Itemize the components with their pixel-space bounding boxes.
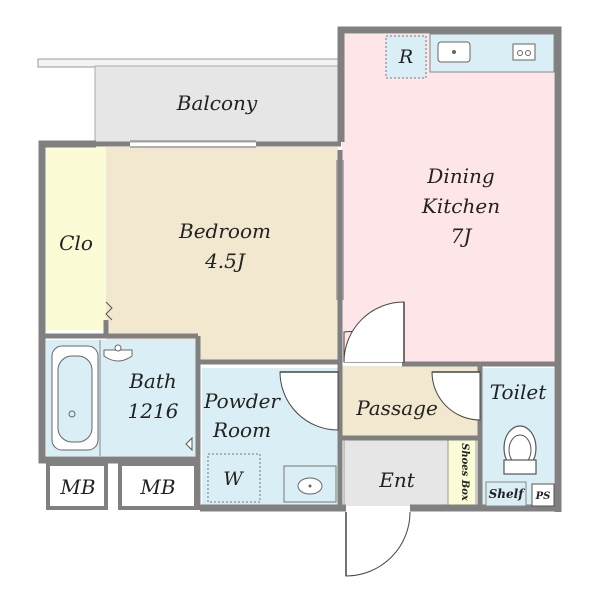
kitchen-label-line2: Kitchen (421, 194, 500, 218)
bath-door-marker (185, 436, 193, 452)
dining-size-label: 7J (451, 224, 473, 248)
toilet-bowl-icon (503, 425, 537, 475)
toilet-door-arc (431, 371, 481, 421)
shelf-label: Shelf (489, 487, 526, 501)
washer-label: W (223, 468, 244, 490)
passage-label: Passage (355, 396, 438, 420)
bath-label: Bath (128, 369, 177, 393)
bedroom-label: Bedroom (178, 219, 271, 243)
bath-size-label: 1216 (128, 399, 179, 423)
pipe-space-box (531, 483, 555, 507)
dining-label-line1: Dining (426, 164, 494, 188)
wash-basin-icon (283, 465, 337, 503)
refrigerator-space (385, 35, 427, 79)
gas-stove-icon (512, 43, 536, 61)
dining-kitchen-area (342, 34, 554, 362)
refrigerator-label: R (398, 46, 413, 68)
shower-icon (103, 344, 133, 362)
bathtub-icon (51, 345, 99, 451)
balcony-label: Balcony (176, 91, 258, 115)
washer-space (207, 453, 261, 503)
closet-label: Clo (59, 231, 93, 255)
shoes-box-label: Shoes Box (459, 443, 470, 502)
meter-box-left-label: MB (59, 475, 95, 499)
powder-door-arc (279, 371, 339, 431)
shoes-box-area (447, 437, 477, 507)
room-label-line2: Room (212, 418, 271, 442)
powder-label-line1: Powder (203, 389, 281, 413)
shelf-box (485, 481, 527, 507)
toilet-label: Toilet (490, 380, 547, 404)
bedroom-area (106, 147, 338, 362)
entrance-area (344, 438, 448, 506)
meter-box-right-label: MB (139, 475, 175, 499)
closet-area (46, 147, 106, 330)
pipe-space-label: PS (535, 491, 551, 502)
meter-box-left-area (46, 462, 108, 510)
entrance-label: Ent (378, 468, 415, 492)
bedroom-size-label: 4.5J (204, 249, 246, 273)
dining-door-arc (343, 301, 405, 363)
entrance-door-arc (345, 511, 411, 577)
bedroom-sliding-door (336, 160, 344, 300)
closet-door-mark (105, 301, 113, 321)
bedroom-window (130, 140, 256, 148)
